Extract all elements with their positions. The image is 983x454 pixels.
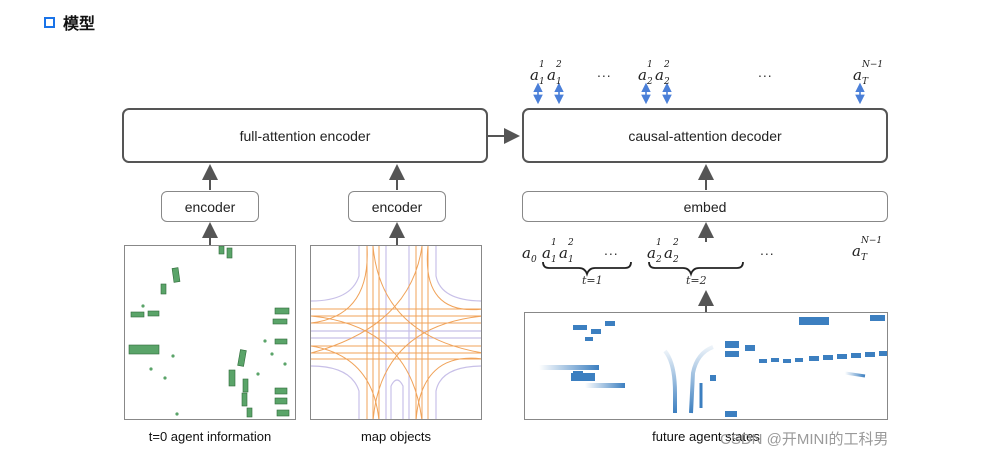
ellipsis-top-2: ... xyxy=(758,64,773,80)
agent-boxes-graphic xyxy=(128,246,290,418)
ellipsis-bottom-2: ... xyxy=(760,242,775,258)
future-trajectories-graphic xyxy=(539,315,887,417)
map-objects-panel xyxy=(310,245,482,420)
full-attention-encoder-box: full-attention encoder xyxy=(122,108,488,163)
road-map-graphic xyxy=(311,246,481,419)
agent-info-caption: t=0 agent information xyxy=(148,429,272,444)
ellipsis-top-1: ... xyxy=(597,64,612,80)
square-bullet-icon xyxy=(44,16,55,28)
future-states-panel xyxy=(524,312,888,420)
future-states-caption: future agent states xyxy=(652,429,760,444)
causal-attention-decoder-box: causal-attention decoder xyxy=(522,108,888,163)
section-heading: 模型 xyxy=(44,10,95,34)
ellipsis-bottom-1: ... xyxy=(604,242,619,258)
agent-encoder-box: encoder xyxy=(161,191,259,222)
map-encoder-box: encoder xyxy=(348,191,446,222)
csdn-watermark: CSDN @开MINI的工科男 xyxy=(720,431,889,448)
section-title: 模型 xyxy=(63,14,96,33)
brace-label-t1: t=1 xyxy=(582,274,603,287)
brace-label-t2: t=2 xyxy=(686,274,707,287)
map-objects-caption: map objects xyxy=(360,429,432,444)
agent-info-panel xyxy=(124,245,296,420)
embed-box: embed xyxy=(522,191,888,222)
